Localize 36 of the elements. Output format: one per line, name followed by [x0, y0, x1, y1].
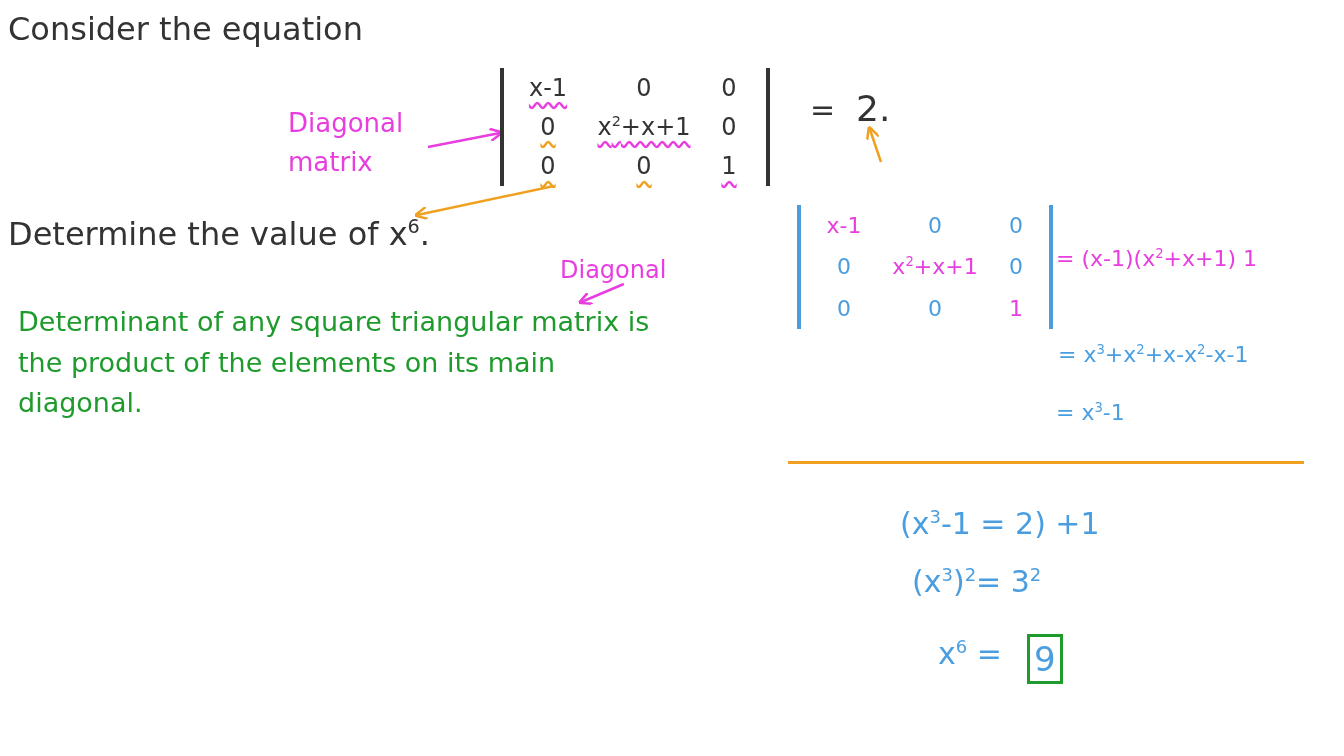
matrix-entry: 0 — [636, 73, 652, 102]
matrix-entry: 1 — [1009, 295, 1023, 321]
annotation-text: Diagonal — [560, 256, 667, 284]
value-text: 2. — [856, 88, 891, 129]
matrix-entry: 0 — [540, 113, 556, 141]
matrix-entry: 0 — [837, 295, 851, 321]
matrix-entry: 0 — [1009, 213, 1023, 239]
determinant-matrix — [500, 68, 770, 186]
matrix-entry: 0 — [721, 113, 737, 141]
equation-step: (x$^{3}$-1 = 2) +1 — [900, 506, 1100, 541]
equation-step: x$^{6}$ = — [938, 636, 1002, 671]
annotation-text: Diagonal matrix — [288, 104, 428, 182]
matrix-entry: 1 — [721, 152, 737, 181]
arrow — [865, 125, 883, 163]
matrix-entry: 0 — [636, 152, 652, 181]
equation-step: (x$^{3}$)$^{2}$= 3$^{2}$ — [912, 564, 1042, 599]
matrix-entry: 0 — [837, 254, 851, 280]
equals-sign: = — [810, 92, 836, 127]
matrix-entry: 0 — [1009, 254, 1023, 280]
matrix-entry: x-1 — [826, 213, 862, 239]
determinant-matrix — [797, 205, 1053, 329]
rule-text: Determinant of any square triangular matrix is the product of the elements on its main diagonal. — [18, 302, 658, 424]
question-text: Determine the value of x$^{6}$. — [8, 215, 430, 253]
equation-step: = x$^{3}$-1 — [1056, 400, 1125, 426]
matrix-entry: 0 — [540, 152, 556, 181]
matrix-entry: x$^{2}$+x+1 — [892, 254, 978, 280]
matrix-entry: 0 — [721, 73, 737, 102]
matrix-entry: x$^{2}$+x+1 — [597, 113, 691, 141]
matrix-entry: 0 — [928, 295, 942, 321]
equation-step: = x$^{3}$+x$^{2}$+x-x$^{2}$-x-1 — [1058, 342, 1249, 368]
matrix-entry: 0 — [928, 213, 942, 239]
matrix-entry: x-1 — [528, 73, 568, 102]
heading-text: Consider the equation — [8, 10, 363, 48]
equation-step: = (x-1)(x$^{2}$+x+1) 1 — [1056, 246, 1257, 272]
answer-box: 9 — [1027, 634, 1063, 685]
arrow — [577, 282, 625, 306]
